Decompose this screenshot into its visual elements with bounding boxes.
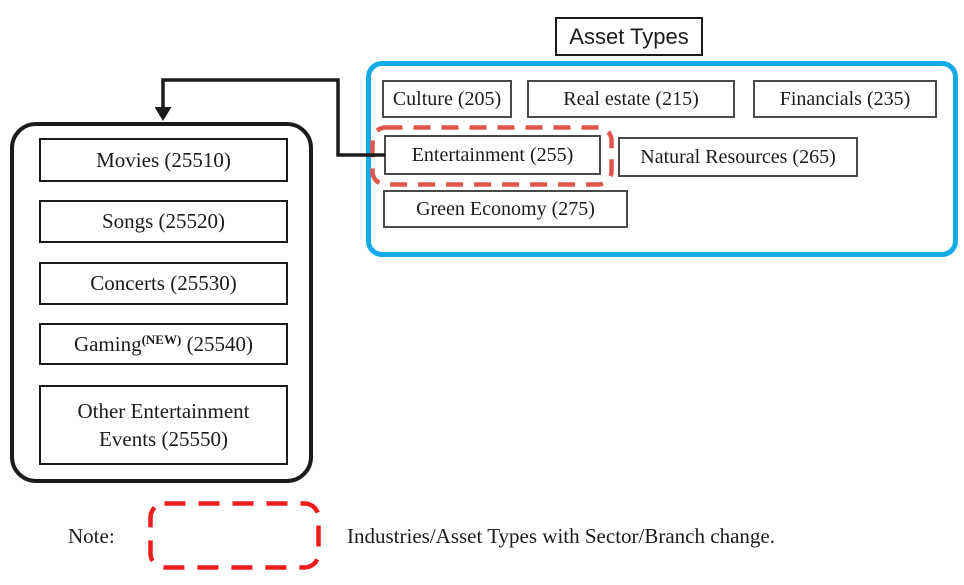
asset-types-title: Asset Types <box>569 23 689 49</box>
note-label: Note: <box>68 524 115 548</box>
other-entertainment-events-box: Other Entertainment Events (25550) <box>39 385 288 465</box>
green-economy-label: Green Economy (275) <box>416 197 595 220</box>
culture-box: Culture (205) <box>382 80 512 118</box>
note-description: Industries/Asset Types with Sector/Branc… <box>347 524 775 548</box>
culture-label: Culture (205) <box>392 87 502 110</box>
gaming-new-superscript: (NEW) <box>141 331 182 347</box>
real-estate-label: Real estate (215) <box>563 87 699 110</box>
songs-label: Songs (25520) <box>101 209 226 234</box>
songs-box: Songs (25520) <box>39 200 288 243</box>
movies-label: Movies (25510) <box>96 147 231 172</box>
financials-box: Financials (235) <box>753 80 937 118</box>
note-legend-dashed-box <box>148 501 321 570</box>
green-economy-box: Green Economy (275) <box>383 190 628 228</box>
gaming-label: Gaming(NEW) (25540) <box>73 331 254 356</box>
other-entertainment-events-label: Other Entertainment Events (25550) <box>77 398 250 451</box>
natural-resources-label: Natural Resources (265) <box>640 145 836 168</box>
entertainment-box: Entertainment (255) <box>384 135 601 175</box>
real-estate-box: Real estate (215) <box>527 80 735 118</box>
movies-box: Movies (25510) <box>39 138 288 182</box>
entertainment-label: Entertainment (255) <box>411 143 574 166</box>
concerts-label: Concerts (25530) <box>90 271 237 296</box>
gaming-box: Gaming(NEW) (25540) <box>39 323 288 365</box>
financials-label: Financials (235) <box>779 87 911 110</box>
concerts-box: Concerts (25530) <box>39 262 288 305</box>
natural-resources-box: Natural Resources (265) <box>618 137 858 177</box>
asset-types-title-box: Asset Types <box>555 17 703 56</box>
